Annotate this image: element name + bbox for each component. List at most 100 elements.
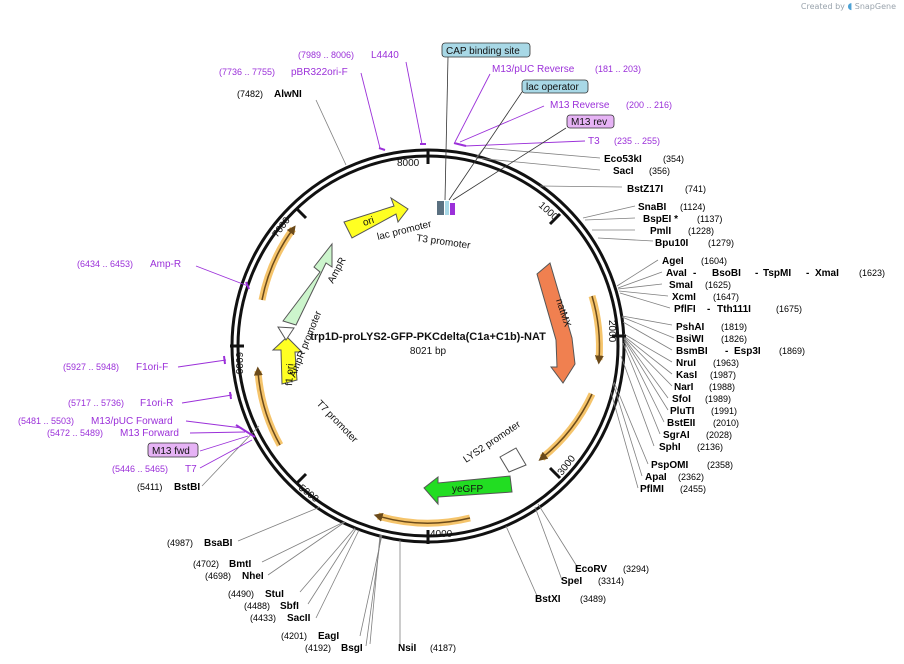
primer-name: F1ori-R <box>140 398 173 409</box>
enzyme-pos: (1675) <box>776 304 802 314</box>
primer-name: M13 Forward <box>120 428 179 439</box>
tick-label: 8000 <box>397 158 420 169</box>
enzyme-name: PspOMI <box>651 460 688 471</box>
orf-arc <box>539 392 596 461</box>
m13-fwd-box <box>147 442 199 458</box>
enzyme-pos: (5411) <box>137 482 162 492</box>
enzyme-name: XcmI <box>672 292 696 303</box>
m13-rev-box-label: M13 rev <box>571 117 607 128</box>
orf-arc <box>538 393 593 461</box>
cap-site-block <box>437 201 444 215</box>
primer-coords: (200 .. 216) <box>626 100 672 110</box>
enzyme-name: SacII <box>287 613 311 624</box>
orf-arc <box>254 370 284 447</box>
enzyme-name: PluTI <box>670 406 695 417</box>
enzyme-name: SfoI <box>672 394 691 405</box>
enzyme-name: KasI <box>676 370 697 381</box>
t7-promoter-label: T7 promoter <box>314 398 360 445</box>
enzyme-name: NruI <box>676 358 696 369</box>
primer-coords: (235 .. 255) <box>614 136 660 146</box>
m13-rev-box <box>566 114 615 129</box>
enzyme-pos: (1991) <box>711 406 737 416</box>
enzyme-name: TspMI <box>763 268 791 279</box>
enzyme-name: BsgI <box>341 643 363 654</box>
enzyme-pos: (2136) <box>697 442 723 452</box>
enzyme-name: AvaI <box>666 268 687 279</box>
enzyme-pos: (1987) <box>710 370 736 380</box>
orf-arc <box>591 295 604 365</box>
lys2-promoter-arrow <box>499 447 527 473</box>
enzyme-pos: (2010) <box>713 418 739 428</box>
tick-label: 1000 <box>536 200 560 223</box>
primer-name: pBR322ori-F <box>291 67 348 78</box>
enzyme-name: NheI <box>242 571 264 582</box>
enzyme-pos: (1819) <box>721 322 747 332</box>
tick-label: 6000 <box>233 352 244 375</box>
enzyme-name: Tth111I <box>717 304 751 315</box>
scale-ticks <box>230 150 626 544</box>
enzyme-pos: (356) <box>649 166 670 176</box>
m13-fwd-box-label: M13 fwd <box>152 446 190 457</box>
enzyme-pos: (4187) <box>430 643 456 653</box>
ori-arrow <box>343 196 409 239</box>
primer-leaders <box>177 61 586 469</box>
enzyme-pos: (1963) <box>713 358 739 368</box>
enzyme-name: BsmBI <box>676 346 708 357</box>
enzyme-name: BsaBI <box>204 538 233 549</box>
primer-coords: (5481 .. 5503) <box>18 416 74 426</box>
enzyme-pos: (4987) <box>167 538 193 548</box>
boxed-feature-labels: CAP binding site lac operator M13 rev M1… <box>147 42 615 458</box>
enzyme-pos: (2028) <box>706 430 732 440</box>
tick-label: 2000 <box>606 320 617 343</box>
enzyme-labels: (7482) AlwNI Eco53kI (354) SacI (356) Bs… <box>137 89 885 654</box>
svg-text:-: - <box>725 346 728 357</box>
enzyme-pos: (1124) <box>680 202 705 212</box>
cap-box <box>441 42 531 58</box>
enzyme-pos: (741) <box>685 184 706 194</box>
primer-coords: (5927 .. 5948) <box>63 362 119 372</box>
f1-ori-arrow <box>271 336 304 385</box>
primer-coords: (7736 .. 7755) <box>219 67 275 77</box>
enzyme-pos: (3294) <box>623 564 649 574</box>
enzyme-pos: (2362) <box>678 472 704 482</box>
primer-name: M13/pUC Forward <box>91 416 173 427</box>
enzyme-name: AgeI <box>662 256 684 267</box>
primer-name: L4440 <box>371 50 399 61</box>
enzyme-name: SnaBI <box>638 202 667 213</box>
primer-coords: (6434 .. 6453) <box>77 259 133 269</box>
enzyme-name: BstZ17I <box>627 184 663 195</box>
enzyme-name: Bpu10I <box>655 238 689 249</box>
enzyme-name: SbfI <box>280 601 299 612</box>
orf-arc <box>373 512 471 524</box>
orf-arc <box>261 225 296 301</box>
enzyme-name: BstBI <box>174 482 200 493</box>
enzyme-pos: (3314) <box>598 576 624 586</box>
enzyme-name: SphI <box>659 442 681 453</box>
enzyme-name: NarI <box>674 382 694 393</box>
primer-coords: (181 .. 203) <box>595 64 641 74</box>
enzyme-pos: (4433) <box>250 613 276 623</box>
brand-name: SnapGene <box>854 2 896 11</box>
enzyme-leaders <box>201 99 675 647</box>
enzyme-name: PflMI <box>640 484 664 495</box>
enzyme-pos: (4488) <box>244 601 270 611</box>
enzyme-pos: (1137) <box>697 214 722 224</box>
svg-text:-: - <box>693 268 696 279</box>
tick-label: 4000 <box>430 529 453 540</box>
enzyme-name: BsiWI <box>676 334 704 345</box>
enzyme-pos: (4490) <box>228 589 254 599</box>
primer-marks <box>223 142 467 438</box>
enzyme-name: EagI <box>318 631 339 642</box>
enzyme-name: SacI <box>613 166 634 177</box>
enzyme-name: PshAI <box>676 322 705 333</box>
orf-arc <box>258 226 296 301</box>
enzyme-pos: (1623) <box>859 268 885 278</box>
plasmid-name: trp1D-proLYS2-GFP-PKCdelta(C1a+C1b)-NAT <box>310 331 546 343</box>
lac-operator-box-label: lac operator <box>526 82 579 93</box>
primer-name: T3 <box>588 136 600 147</box>
m13-rev-block <box>450 203 455 215</box>
orf-arcs <box>253 225 604 527</box>
ori-label: ori <box>362 215 376 229</box>
enzyme-name: StuI <box>265 589 284 600</box>
snapgene-brand: Created by ◖ SnapGene <box>801 2 896 12</box>
